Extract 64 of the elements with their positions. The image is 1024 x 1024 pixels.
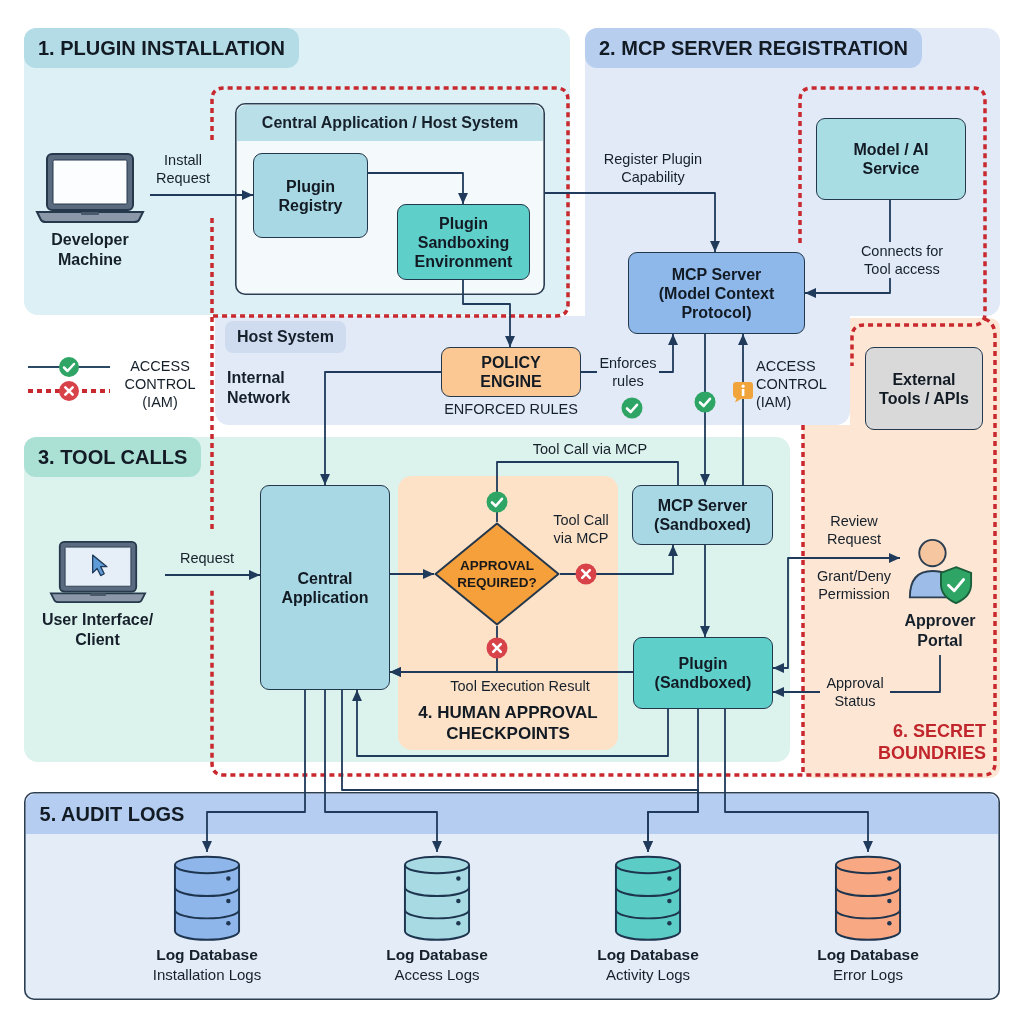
device-label: User Interface/ Client: [40, 610, 155, 650]
process-box: Central Application: [260, 485, 390, 690]
process-box: Plugin Sandboxing Environment: [397, 204, 530, 280]
legend-label: ACCESS CONTROL (IAM): [123, 357, 197, 411]
arrow: [202, 689, 306, 853]
annotation-text: Grant/Deny Permission: [815, 567, 893, 603]
database-subtitle: Error Logs: [832, 965, 904, 984]
arrow: [389, 667, 634, 677]
section-heading: 4. HUMAN APPROVAL CHECKPOINTS: [417, 702, 599, 744]
arrow: [724, 708, 873, 853]
arrow: [352, 689, 669, 757]
arrow: [559, 544, 678, 575]
device-label: Developer Machine: [50, 230, 130, 270]
zone-label: Internal Network: [227, 368, 292, 408]
arrow: [324, 689, 442, 853]
section-panel: [24, 437, 790, 762]
arrow: [164, 570, 261, 580]
process-box: Plugin Registry: [253, 153, 368, 238]
database-title: Log Database: [385, 945, 489, 964]
section-panel: [24, 28, 570, 315]
edge-label: Tool Execution Result: [449, 677, 591, 695]
container-box: [235, 103, 545, 295]
arrow: [367, 172, 468, 205]
arrow: [738, 333, 748, 486]
section-heading: 1. PLUGIN INSTALLATION: [24, 28, 300, 68]
portal-label: Approver Portal: [903, 611, 977, 651]
edge-label: Tool Call via MCP: [531, 440, 649, 458]
process-box: Model / AI Service: [816, 118, 966, 200]
connector-line: [496, 461, 679, 523]
database-title: Log Database: [816, 945, 920, 964]
database-subtitle: Access Logs: [393, 965, 481, 984]
arrow: [544, 192, 720, 253]
arrow: [643, 708, 699, 853]
arrow: [320, 371, 442, 486]
section-heading: 2. MCP SERVER REGISTRATION: [585, 28, 922, 68]
arrow: [700, 333, 710, 486]
database-title: Log Database: [155, 945, 259, 964]
edge-label: Tool Call via MCP: [552, 511, 610, 547]
database-subtitle: Activity Logs: [604, 965, 692, 984]
container-heading: Central Application / Host System: [236, 104, 544, 141]
node-caption: ENFORCED RULES: [443, 400, 579, 418]
section-panel: [24, 792, 1000, 1000]
process-box: MCP Server (Sandboxed): [632, 485, 773, 545]
process-box: Plugin (Sandboxed): [633, 637, 773, 709]
arrow: [700, 544, 710, 638]
section-heading: 6. SECRET BOUNDRIES: [877, 720, 986, 764]
arrow: [462, 279, 515, 348]
process-box: MCP Server (Model Context Protocol): [628, 252, 805, 334]
edge-label: Request: [179, 549, 235, 567]
arrow: [389, 569, 435, 579]
edge-label: Install Request: [155, 151, 211, 187]
edge-label: Register Plugin Capability: [602, 150, 704, 186]
double-arrow: [772, 553, 901, 673]
zone-heading: Host System: [225, 321, 346, 353]
database-subtitle: Installation Logs: [151, 965, 263, 984]
edge-label: Review Request: [826, 512, 882, 548]
process-box: External Tools / APIs: [865, 347, 983, 430]
section-heading: 3. TOOL CALLS: [24, 437, 202, 477]
process-box: POLICY ENGINE: [441, 347, 581, 397]
section-heading: 5. AUDIT LOGS: [25, 793, 999, 834]
edge-label: ACCESS CONTROL (IAM): [756, 357, 828, 411]
database-title: Log Database: [596, 945, 700, 964]
section-panel: [398, 476, 618, 750]
arrow: [149, 190, 254, 200]
